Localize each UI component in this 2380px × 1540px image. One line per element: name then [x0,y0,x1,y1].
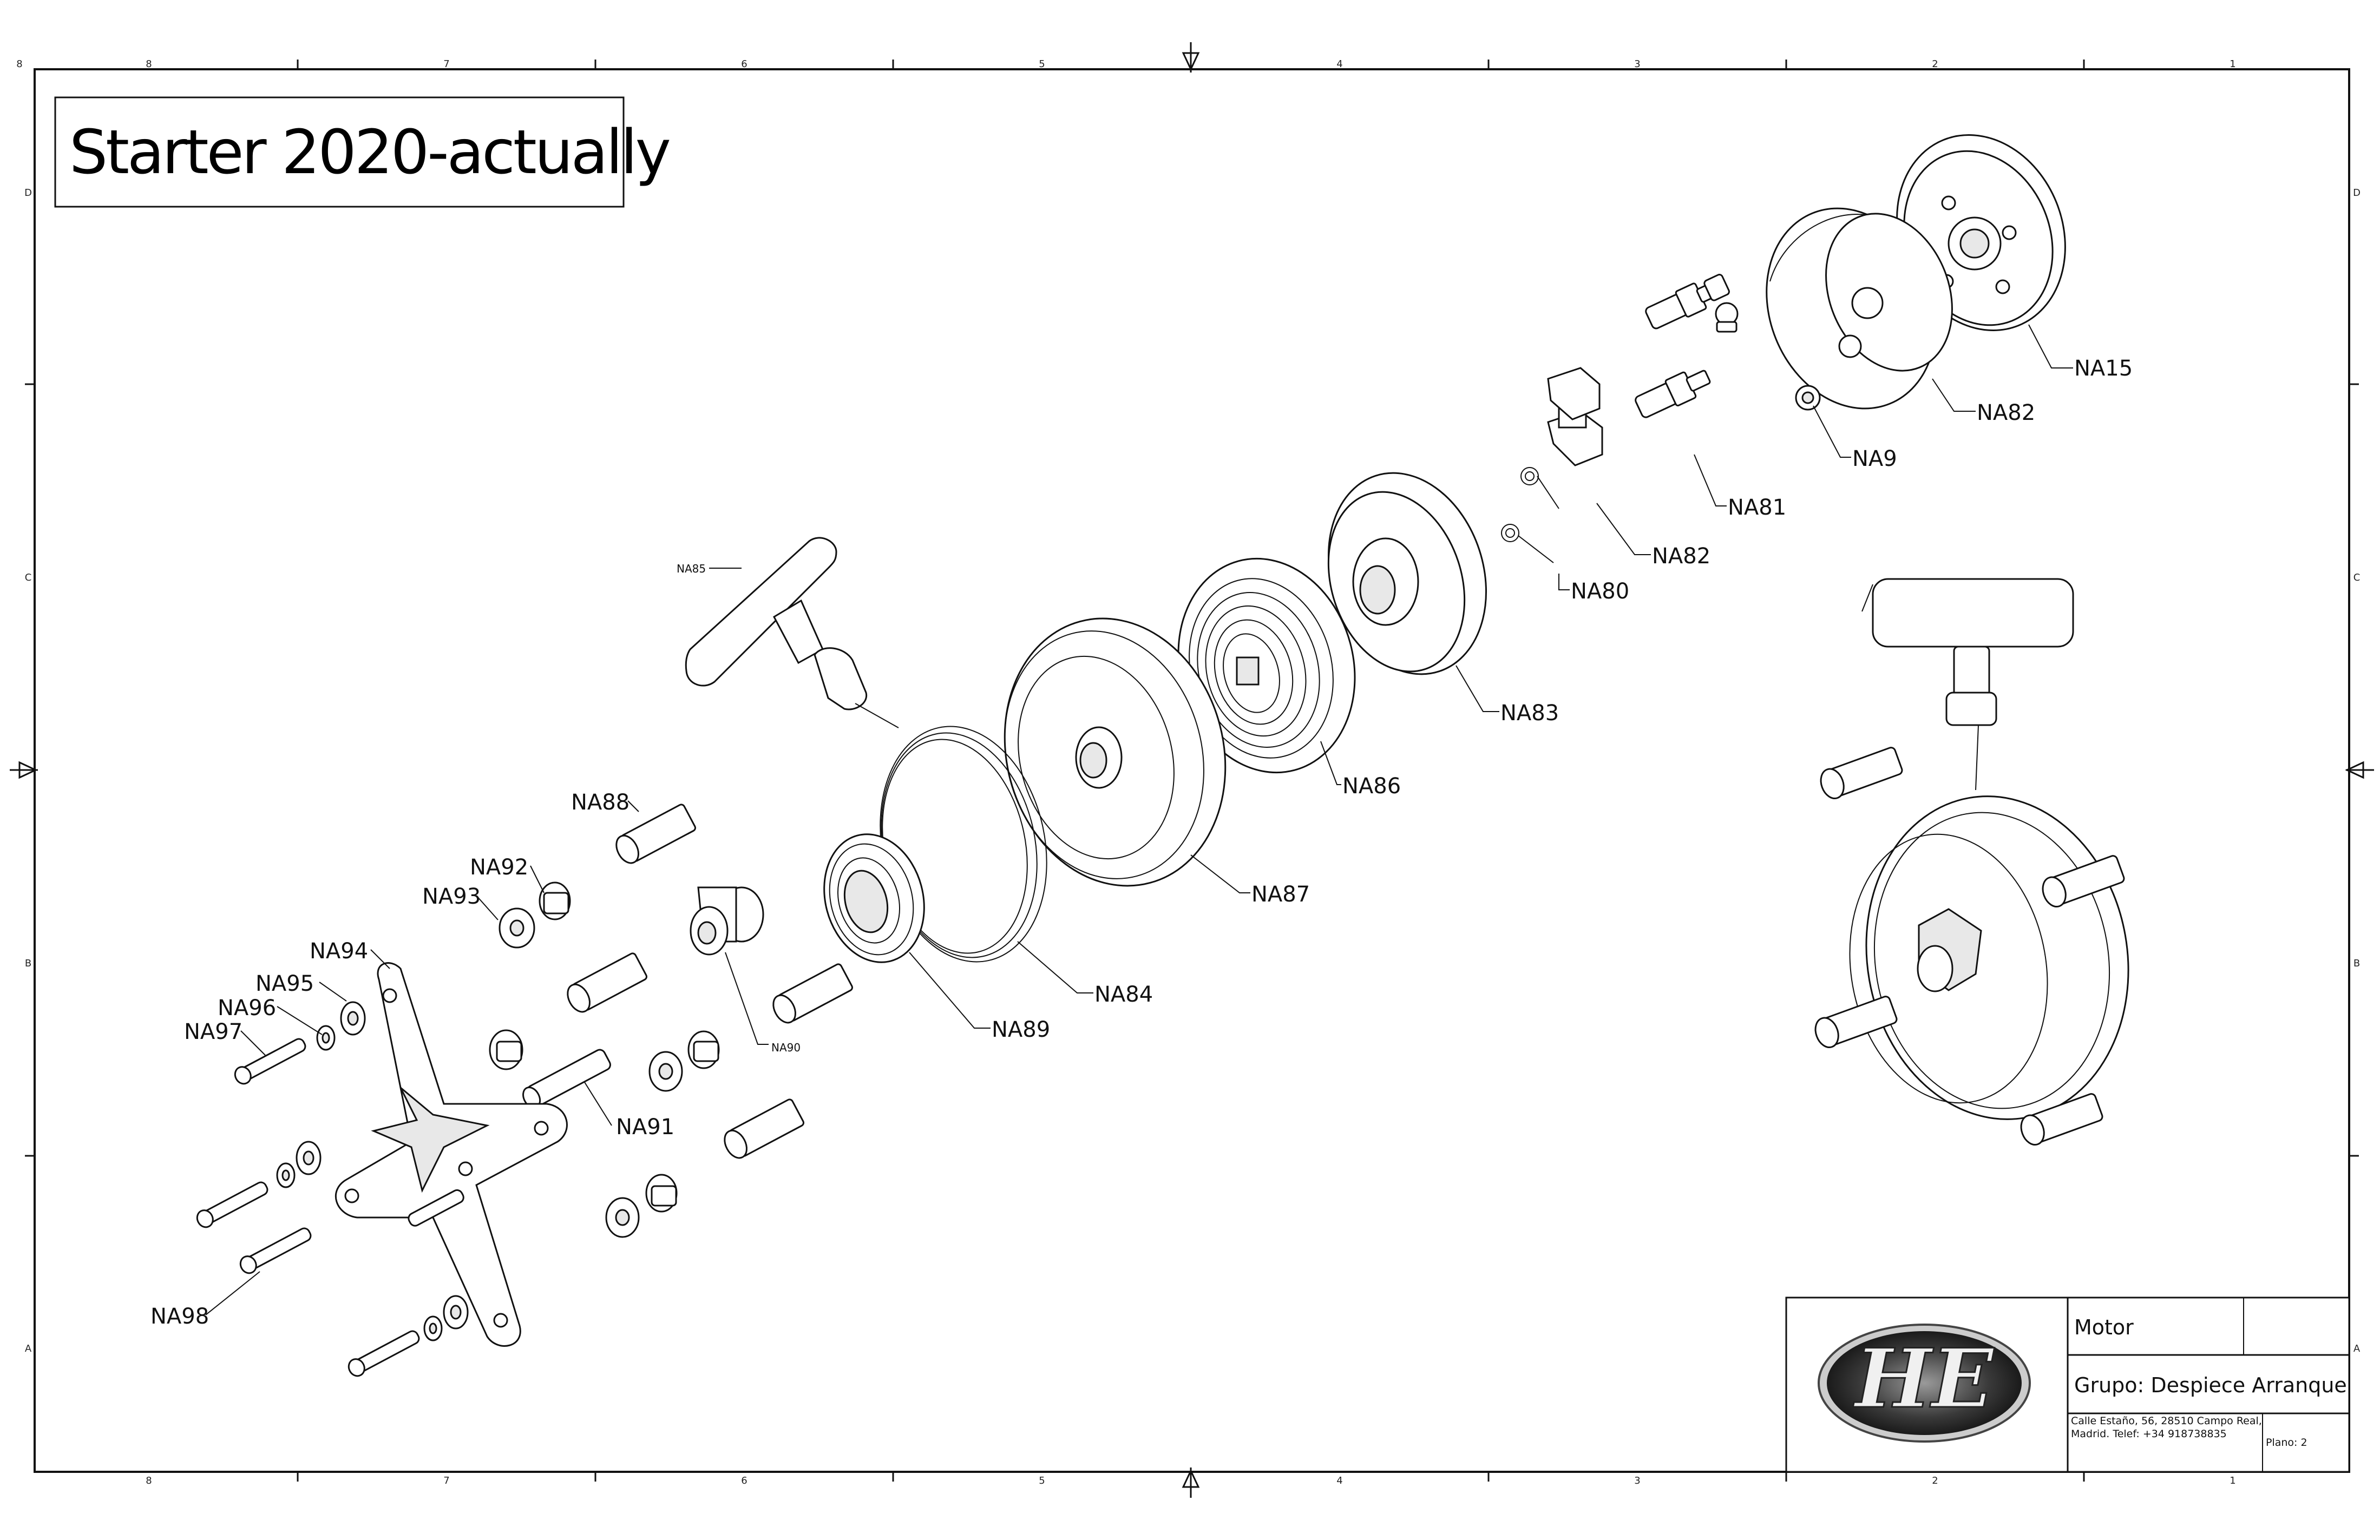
page-title: Starter 2020-actually [69,117,670,188]
zone-col-8-bottom: 8 [146,1475,152,1486]
zone-row-c-left: C [25,572,32,583]
label-na92: NA92 [470,855,528,880]
logo-text: HE [1853,1331,1995,1426]
leader-lines [205,324,2073,1315]
title-block: HE Motor Grupo: Despiece Arranque Calle … [1785,1297,2350,1473]
label-na83: NA83 [1500,701,1559,726]
zone-col-1-top: 1 [2230,58,2235,70]
zone-row-b-right: B [2353,958,2360,969]
label-na96: NA96 [218,996,276,1021]
part-na92-na93-bushings [489,881,720,1238]
label-na88: NA88 [571,790,630,815]
label-na89: NA89 [992,1017,1050,1042]
zone-col-5-bottom: 5 [1039,1475,1045,1486]
label-na82-top: NA82 [1977,400,2035,425]
title-block-address-line1: Calle Estaño, 56, 28510 Campo Real, [2071,1415,2262,1427]
label-na81: NA81 [1728,495,1786,520]
label-na98: NA98 [150,1304,209,1329]
zone-col-4-bottom: 4 [1336,1475,1342,1486]
title-block-sheet: Plano: 2 [2266,1437,2307,1449]
zone-col-3-bottom: 3 [1634,1475,1640,1486]
label-na84: NA84 [1094,982,1153,1007]
label-na9: NA9 [1852,446,1897,471]
label-na93: NA93 [422,884,481,909]
part-na90-spacer [690,886,764,956]
zone-row-d-right: D [2353,187,2361,199]
part-na85-handle [685,537,899,728]
zone-col-3-top: 3 [1634,58,1640,70]
zone-col-4-top: 4 [1336,58,1342,70]
part-na86-coil [1177,557,1356,774]
part-na91-pin [522,1049,611,1109]
zone-corner-8: 8 [16,58,22,70]
zone-col-8-top: 8 [146,58,152,70]
zone-row-b-left: B [25,958,31,969]
zone-col-6-bottom: 6 [741,1475,747,1486]
zone-col-1-bottom: 1 [2230,1475,2235,1486]
part-labels: NA15 NA82 NA9 NA81 NA82 NA80 NA83 NA86 N… [150,356,2133,1329]
zone-row-c-right: C [2353,572,2361,583]
part-na94-bracket [335,962,568,1347]
part-na80-springs [1501,467,1559,563]
label-na15: NA15 [2074,356,2133,381]
part-na83-pulley [1327,472,1487,675]
zone-row-d-left: D [24,187,32,199]
assembled-starter-view [1814,578,2129,1146]
part-na82-housing [1766,207,1953,410]
zone-col-2-top: 2 [1932,58,1938,70]
zone-col-7-top: 7 [443,58,449,70]
label-na80: NA80 [1571,579,1629,604]
title-block-project: Motor [2074,1315,2134,1339]
label-na90: NA90 [771,1041,801,1054]
label-na95: NA95 [255,971,314,996]
title-block-group: Grupo: Despiece Arranque [2074,1373,2347,1397]
company-logo: HE [1818,1324,2031,1443]
title-box: Starter 2020-actually [54,96,672,208]
zone-row-a-right: A [2353,1343,2361,1354]
part-na95-na96-washers [276,1001,469,1341]
part-standoffs [567,804,853,1159]
zone-row-a-left: A [25,1343,32,1354]
title-block-address-line2: Madrid. Telef: +34 918738835 [2071,1428,2227,1440]
zone-labels: 8 7 6 5 4 3 2 1 8 8 7 6 5 4 3 2 1 D C B … [16,58,2361,1486]
centering-marks [10,42,2374,1498]
zone-col-5-top: 5 [1039,58,1045,70]
zone-col-2-bottom: 2 [1932,1475,1938,1486]
label-na86: NA86 [1342,774,1401,799]
label-na97: NA97 [184,1019,242,1044]
exploded-assembly: NA15 NA82 NA9 NA81 NA82 NA80 NA83 NA86 N… [150,134,2133,1377]
part-na9-bolt [1715,302,1821,411]
label-na91: NA91 [616,1115,674,1140]
label-na94: NA94 [310,939,368,964]
part-na87-drum [1004,617,1227,887]
label-na87: NA87 [1251,882,1310,907]
part-na82-pawls [1547,367,1603,466]
label-na85: NA85 [677,562,706,575]
part-na89-bearing [823,833,925,963]
zone-col-7-bottom: 7 [443,1475,449,1486]
zone-col-6-top: 6 [741,58,747,70]
part-na81-bolts [1635,274,1730,418]
part-screws [196,1038,464,1377]
label-na82-mid: NA82 [1652,544,1710,569]
